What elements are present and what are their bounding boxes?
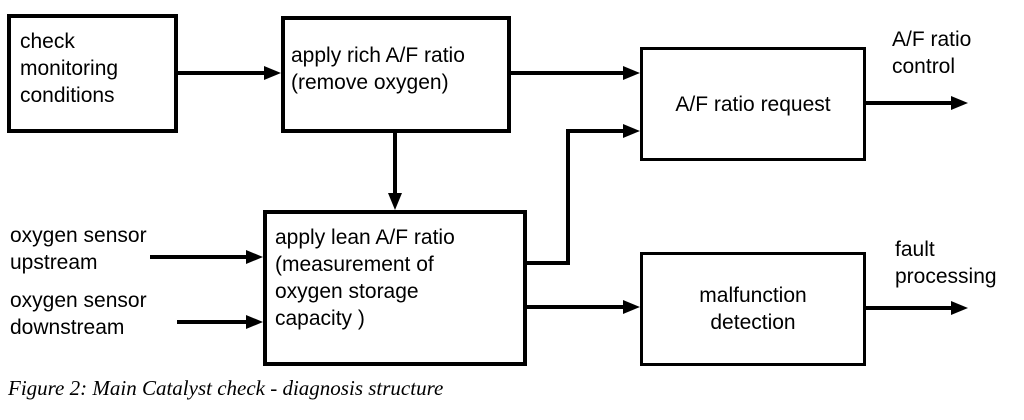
- arrow-downstream-to-lean: [177, 315, 263, 329]
- input-downstream-text: oxygen sensor downstream: [10, 289, 147, 339]
- node-request-label: A/F ratio request: [675, 92, 831, 116]
- arrow-lean-to-malfunction: [527, 300, 640, 314]
- output-afr-control-text: A/F ratio control: [892, 28, 972, 78]
- input-label-oxygen-sensor-downstream: oxygen sensor downstream: [10, 287, 147, 341]
- output-label-af-ratio-control: A/F ratio control: [892, 26, 971, 80]
- input-upstream-text: oxygen sensor upstream: [10, 224, 147, 274]
- node-lean-label: apply lean A/F ratio (measurement of oxy…: [275, 226, 455, 330]
- node-check-label: check monitoring conditions: [20, 30, 119, 107]
- arrow-malfunction-to-fault: [866, 301, 968, 315]
- figure-caption: Figure 2: Main Catalyst check - diagnosi…: [8, 376, 444, 400]
- arrow-lean-to-request: [527, 124, 640, 265]
- node-apply-lean-af-ratio: apply lean A/F ratio (measurement of oxy…: [263, 210, 527, 366]
- node-apply-rich-af-ratio: apply rich A/F ratio (remove oxygen): [281, 16, 511, 133]
- node-malfunction-label: malfunction detection: [699, 284, 807, 334]
- node-af-ratio-request: A/F ratio request: [640, 47, 866, 161]
- arrow-request-to-afr-control: [866, 96, 968, 110]
- node-check-monitoring-conditions: check monitoring conditions: [7, 14, 178, 133]
- arrow-rich-to-lean: [388, 133, 402, 210]
- output-label-fault-processing: fault processing: [895, 236, 997, 290]
- arrow-upstream-to-lean: [150, 250, 263, 264]
- output-fault-text: fault processing: [895, 238, 997, 288]
- node-malfunction-detection: malfunction detection: [640, 252, 866, 366]
- node-rich-label: apply rich A/F ratio (remove oxygen): [291, 44, 465, 94]
- arrow-rich-to-request: [511, 66, 640, 80]
- input-label-oxygen-sensor-upstream: oxygen sensor upstream: [10, 222, 147, 276]
- arrow-check-to-rich: [178, 66, 281, 80]
